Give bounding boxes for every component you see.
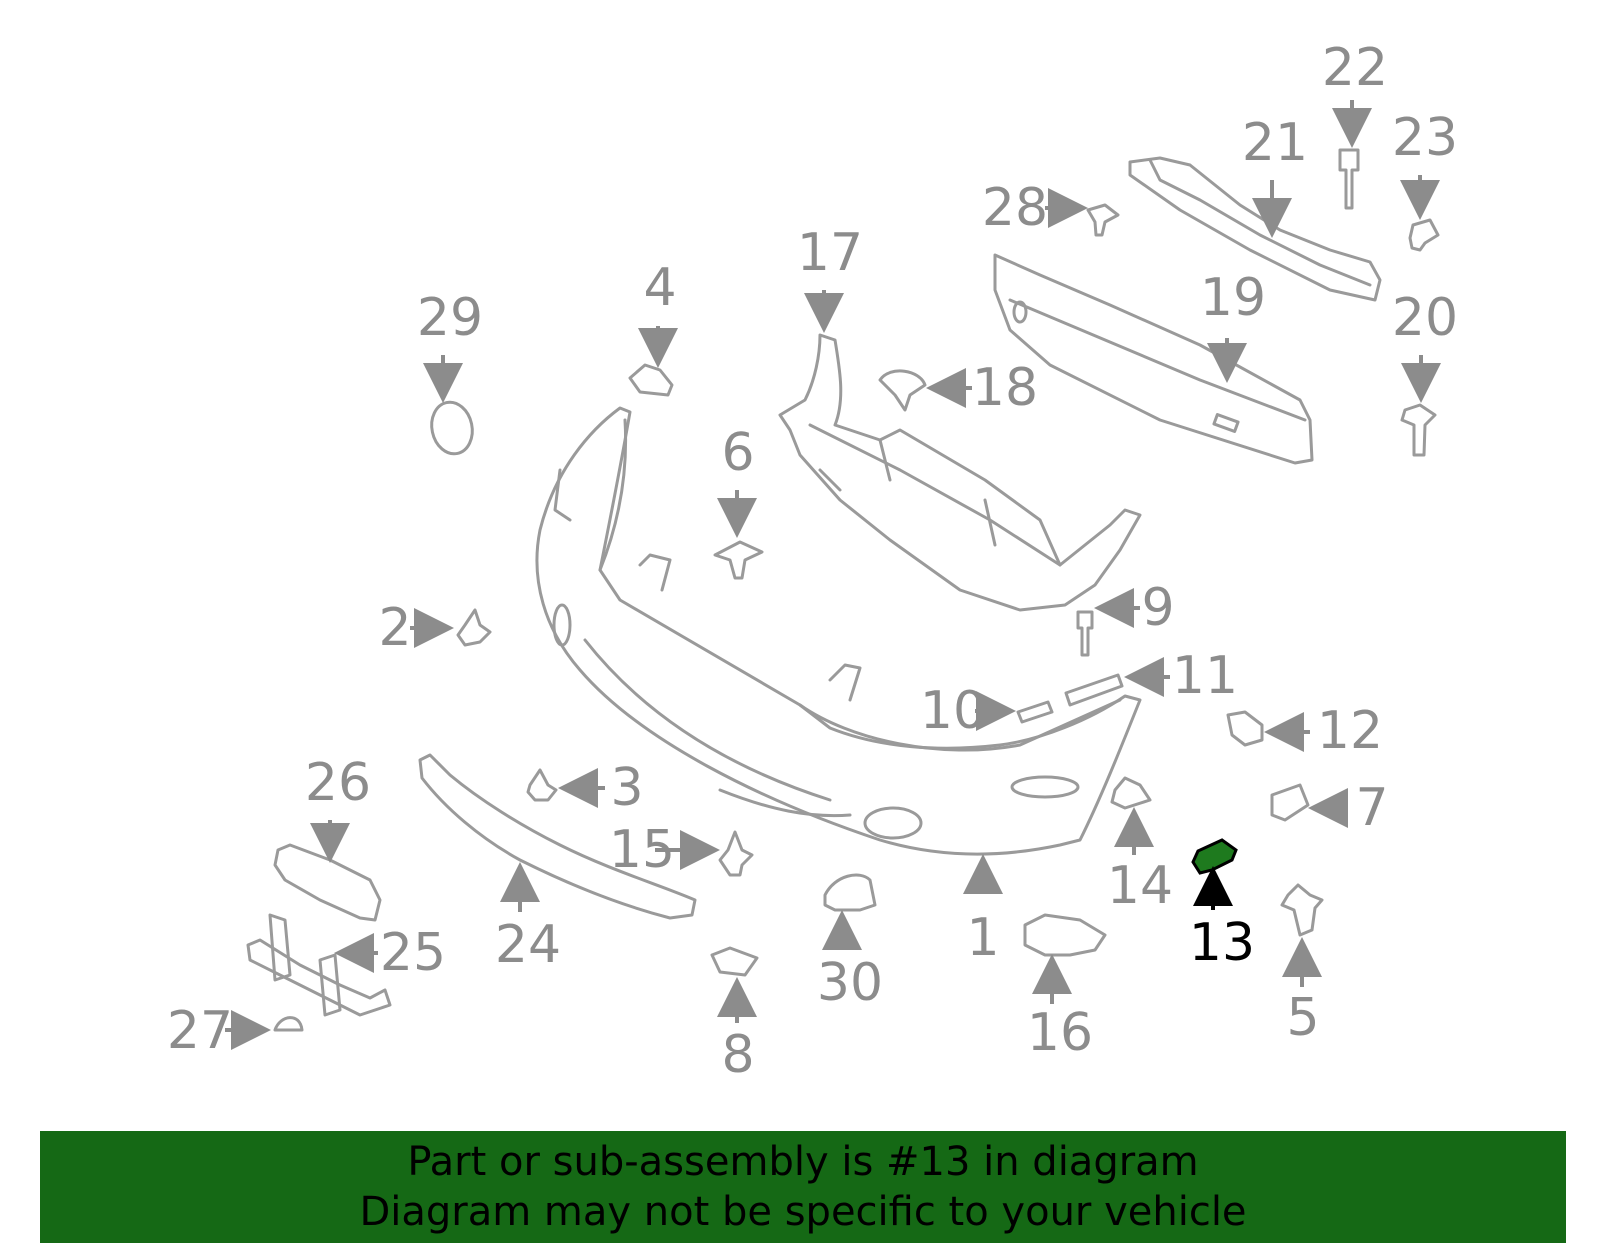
- callout-26: 26: [305, 753, 371, 813]
- part-14-nut: [1110, 776, 1152, 810]
- part-25-bracket: [246, 913, 392, 1017]
- part-30-grommet: [823, 873, 877, 912]
- part-16-bracket: [1023, 913, 1107, 957]
- callout-13-highlighted: 13: [1189, 913, 1255, 973]
- callout-21: 21: [1242, 113, 1308, 173]
- part-9-bolt: [1076, 610, 1094, 657]
- callout-17: 17: [797, 223, 863, 283]
- callout-5: 5: [1286, 988, 1319, 1048]
- banner-line-part: Part or sub-assembly is #13 in diagram: [407, 1139, 1199, 1185]
- part-23-screw: [1408, 218, 1440, 252]
- part-7-nut: [1270, 783, 1310, 822]
- callout-10: 10: [920, 681, 986, 741]
- part-2-clip: [456, 608, 492, 647]
- callout-24: 24: [495, 915, 561, 975]
- banner-line-disclaimer: Diagram may not be specific to your vehi…: [359, 1189, 1247, 1235]
- part-4-clip: [628, 363, 674, 397]
- callout-2: 2: [378, 598, 411, 658]
- part-3-clip: [526, 768, 558, 802]
- part-20-bolt: [1400, 403, 1437, 457]
- part-29-emblem: [430, 400, 474, 456]
- callout-9: 9: [1141, 578, 1174, 638]
- callout-25: 25: [380, 923, 446, 983]
- callout-4: 4: [643, 258, 676, 318]
- callout-3: 3: [610, 758, 643, 818]
- callout-11: 11: [1172, 646, 1238, 706]
- part-15-clip: [718, 830, 754, 877]
- part-28-clip: [1086, 203, 1120, 237]
- callout-28: 28: [982, 178, 1048, 238]
- part-6-clip: [713, 540, 764, 580]
- callout-18: 18: [972, 358, 1038, 418]
- callout-12: 12: [1317, 701, 1383, 761]
- part-18-grommet: [878, 369, 927, 412]
- callout-19: 19: [1200, 268, 1266, 328]
- part-19-absorber: [993, 253, 1314, 465]
- callout-16: 16: [1027, 1003, 1093, 1063]
- part-10-plate: [1016, 700, 1054, 724]
- callout-15: 15: [609, 820, 675, 880]
- callout-8: 8: [721, 1025, 754, 1085]
- callout-1: 1: [966, 908, 999, 968]
- callout-20: 20: [1392, 288, 1458, 348]
- part-13-clip-highlighted: [1191, 838, 1238, 875]
- part-8-nut: [710, 946, 759, 977]
- part-22-bolt: [1338, 148, 1360, 210]
- part-17-bumper-support: [778, 333, 1142, 612]
- leader-arrows: [225, 100, 1441, 1050]
- callout-23: 23: [1392, 108, 1458, 168]
- callout-27: 27: [167, 1001, 233, 1061]
- callout-30: 30: [817, 953, 883, 1013]
- callout-29: 29: [417, 288, 483, 348]
- part-21-reinforcement: [1128, 156, 1382, 302]
- info-banner: Part or sub-assembly is #13 in diagram D…: [40, 1131, 1566, 1243]
- part-1-bumper-cover: [535, 406, 1142, 856]
- callout-14: 14: [1107, 856, 1173, 916]
- callout-22: 22: [1322, 38, 1388, 98]
- parts-diagram: 1 2 3 4 5 6 7 8 9 10 11 12 13 14 15 16 1…: [167, 38, 1458, 1085]
- part-24-molding: [418, 753, 697, 920]
- callout-7: 7: [1355, 778, 1388, 838]
- part-12-clip: [1226, 710, 1264, 747]
- part-5-fastener: [1280, 883, 1324, 937]
- part-27-cap: [273, 1016, 304, 1032]
- part-26-bracket: [273, 843, 382, 922]
- part-11-plate: [1064, 673, 1124, 707]
- callout-6: 6: [721, 423, 754, 483]
